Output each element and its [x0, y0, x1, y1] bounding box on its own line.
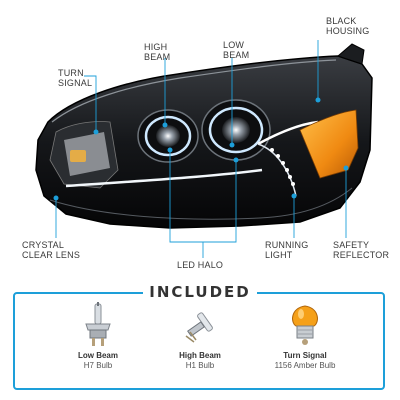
turn-signal-chamber [49, 121, 119, 189]
safety-reflector [299, 109, 359, 179]
h7-bulb-icon [85, 302, 111, 346]
callout-turn-signal: TURN SIGNAL [58, 68, 93, 88]
lower-light-bar [65, 168, 263, 188]
h1-bulb-icon [185, 312, 213, 343]
bulb-type: 1156 Amber Bulb [274, 361, 336, 370]
headlight-illustration [35, 40, 373, 258]
amber-bulb-icon [292, 305, 318, 345]
callout-leader-lines [55, 40, 347, 258]
callout-high-beam: HIGH BEAM [144, 42, 171, 62]
included-item-low-beam: Low Beam H7 Bulb [38, 302, 158, 370]
callout-black-housing: BLACK HOUSING [326, 16, 370, 36]
callout-low-beam: LOW BEAM [223, 40, 250, 60]
callout-led-halo: LED HALO [177, 260, 224, 270]
bulb-name: High Beam [179, 351, 221, 360]
included-title: INCLUDED [143, 282, 257, 302]
callout-safety-reflector: SAFETY REFLECTOR [333, 240, 390, 260]
bulb-name: Turn Signal [283, 351, 327, 360]
bulb-type: H7 Bulb [83, 361, 113, 370]
bulb-type: H1 Bulb [185, 361, 215, 370]
callout-crystal-clear-lens: CRYSTAL CLEAR LENS [22, 240, 81, 260]
high-beam-projector [137, 109, 199, 163]
callout-running-light: RUNNING LIGHT [265, 240, 309, 260]
running-light-strip [257, 120, 319, 197]
included-item-high-beam: High Beam H1 Bulb [140, 302, 260, 370]
bulb-name: Low Beam [77, 351, 118, 360]
callout-dots [53, 97, 349, 201]
included-item-turn-signal: Turn Signal 1156 Amber Bulb [245, 302, 365, 370]
low-beam-projector [201, 99, 271, 161]
